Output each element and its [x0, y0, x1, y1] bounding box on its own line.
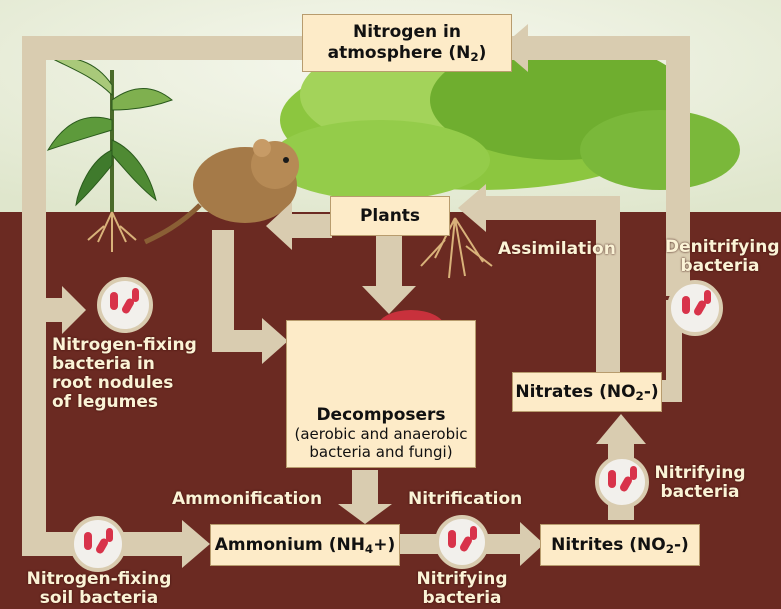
nitrifying-right-line2: bacteria — [650, 483, 750, 502]
nodule-line1: Nitrogen-fixing — [52, 336, 197, 355]
bacteria-icon-denitrifying — [669, 282, 721, 334]
bacteria-icon-soil — [72, 518, 124, 570]
soil-line2: soil bacteria — [24, 589, 174, 608]
bacteria-icon-nitrifying-bottom — [437, 517, 487, 567]
nodule-line4: of legumes — [52, 393, 197, 412]
nitrites-label: Nitrites (NO2-) — [551, 535, 689, 556]
label-ammonification: Ammonification — [172, 490, 322, 509]
plants-label: Plants — [360, 206, 420, 226]
nodule-line3: root nodules — [52, 374, 197, 393]
label-denitrifying: Denitrifying bacteria — [665, 238, 775, 276]
node-decomposers: Decomposers (aerobic and anaerobic bacte… — [286, 320, 476, 468]
atmosphere-line1: Nitrogen in — [353, 22, 461, 42]
atmosphere-line2: atmosphere (N2) — [328, 43, 487, 64]
decomposers-line2: bacteria and fungi) — [309, 443, 452, 461]
ammonium-label: Ammonium (NH4+) — [215, 535, 395, 556]
node-plants: Plants — [330, 196, 450, 236]
label-nodule-bacteria: Nitrogen-fixing bacteria in root nodules… — [52, 336, 197, 412]
node-ammonium: Ammonium (NH4+) — [210, 524, 400, 566]
label-nitrifying-bottom: Nitrifying bacteria — [412, 570, 512, 608]
nitrifying-right-line1: Nitrifying — [650, 464, 750, 483]
soil-line1: Nitrogen-fixing — [24, 570, 174, 589]
node-nitrates: Nitrates (NO2-) — [512, 372, 662, 412]
label-assimilation: Assimilation — [498, 240, 616, 259]
bacteria-icon-nitrifying-right — [597, 457, 647, 507]
label-nitrifying-right: Nitrifying bacteria — [650, 464, 750, 502]
label-nitrification: Nitrification — [408, 490, 522, 509]
node-atmosphere: Nitrogen in atmosphere (N2) — [302, 14, 512, 72]
decomposers-line1: (aerobic and anaerobic — [294, 425, 467, 443]
nitrifying-bottom-line1: Nitrifying — [412, 570, 512, 589]
nitrates-label: Nitrates (NO2-) — [515, 382, 658, 403]
denitrifying-line2: bacteria — [665, 257, 775, 276]
node-nitrites: Nitrites (NO2-) — [540, 524, 700, 566]
bacteria-icon-nodule — [99, 279, 151, 331]
nodule-line2: bacteria in — [52, 355, 197, 374]
nitrifying-bottom-line2: bacteria — [412, 589, 512, 608]
label-soil-bacteria: Nitrogen-fixing soil bacteria — [24, 570, 174, 608]
denitrifying-line1: Denitrifying — [665, 238, 775, 257]
decomposers-title: Decomposers — [316, 405, 445, 425]
